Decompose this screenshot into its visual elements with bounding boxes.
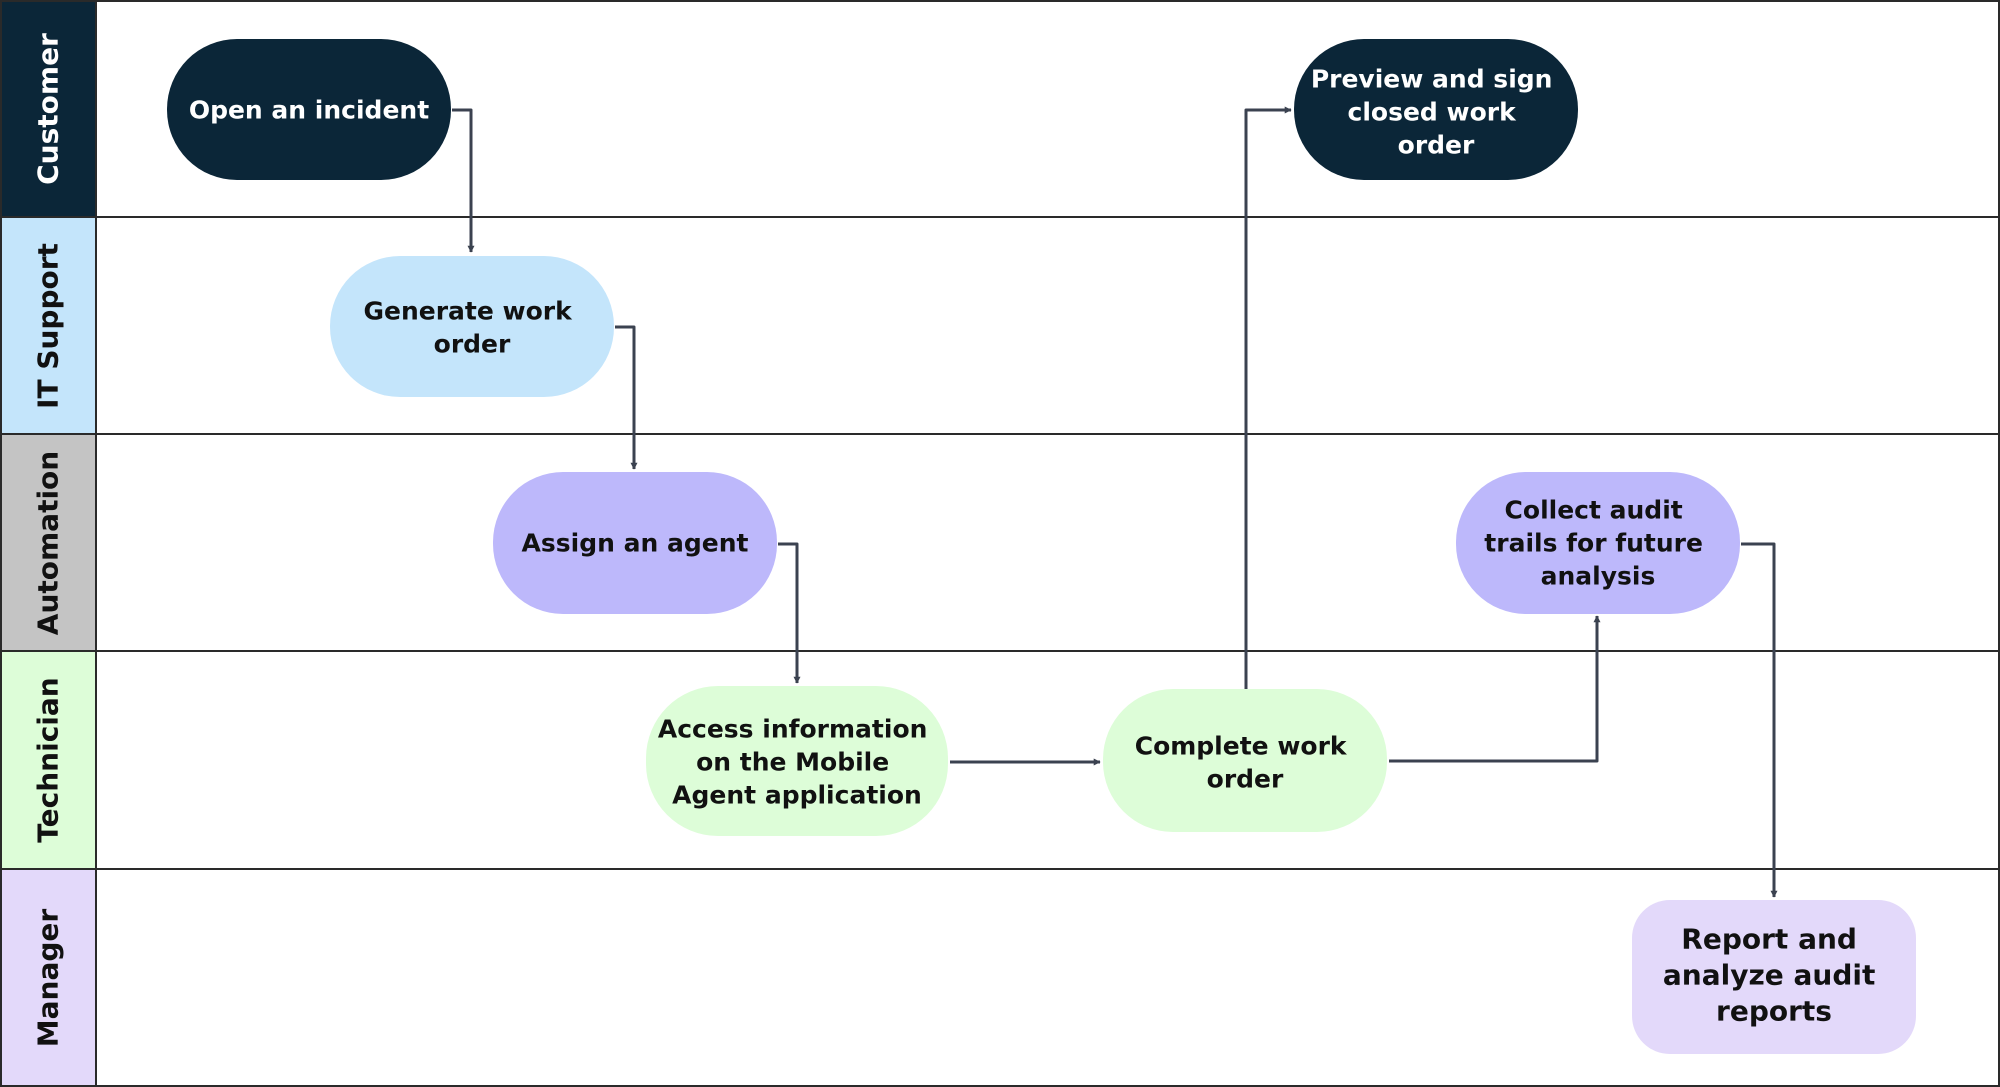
node-open-incident-line-1: Open an incident	[189, 96, 429, 125]
node-access-information-line-3: Agent application	[672, 781, 922, 810]
lane-header-manager	[1, 869, 96, 1086]
lane-labels: Customer IT Support Automation Technicia…	[32, 33, 65, 1047]
svg-text:Open an incident: Open an incident	[189, 96, 429, 125]
node-report-analyze-line-2: analyze audit	[1663, 959, 1875, 992]
node-complete-work-order-line-1: Complete work	[1135, 732, 1348, 761]
lane-headers	[1, 1, 96, 1086]
node-report-analyze-line-3: reports	[1716, 995, 1832, 1028]
node-report-analyze[interactable]: Report and analyze audit reports	[1632, 900, 1916, 1054]
node-access-information[interactable]: Access information on the Mobile Agent a…	[646, 686, 948, 836]
connector-complete-to-preview	[1244, 106, 1292, 689]
node-generate-work-order-line-2: order	[434, 330, 511, 359]
node-generate-work-order-line-1: Generate work	[364, 297, 574, 326]
node-preview-sign-line-2: closed work	[1348, 98, 1518, 127]
node-report-analyze-line-1: Report and	[1681, 923, 1857, 956]
svg-text:Collect audit trails for: Collect audit trails for future analysis	[1484, 487, 1711, 591]
connector-collect-to-report	[1741, 542, 1778, 898]
svg-text:Assign an agent: Assign an agent	[522, 529, 749, 558]
node-preview-sign-line-3: order	[1398, 131, 1475, 160]
node-collect-audit-line-3: analysis	[1541, 562, 1656, 591]
node-preview-sign-line-1: Preview and sign	[1311, 65, 1553, 94]
lane-header-customer	[1, 1, 96, 217]
node-complete-work-order[interactable]: Complete work order	[1103, 689, 1387, 832]
lane-label-it-support: IT Support	[32, 243, 65, 409]
connectors	[452, 106, 1778, 898]
node-preview-sign[interactable]: Preview and sign closed work order	[1294, 39, 1578, 180]
connector-generate-to-assign	[615, 325, 638, 470]
lane-header-it-support	[1, 217, 96, 434]
node-complete-work-order-line-2: order	[1207, 765, 1284, 794]
svg-text:Access information on th: Access information on the Mobile Agent a…	[658, 706, 936, 810]
lane-header-automation	[1, 434, 96, 651]
lane-label-automation: Automation	[32, 451, 65, 635]
lane-label-customer: Customer	[32, 33, 65, 185]
node-assign-agent-line-1: Assign an agent	[522, 529, 749, 558]
node-access-information-line-2: on the Mobile	[696, 748, 889, 777]
node-assign-agent[interactable]: Assign an agent	[493, 472, 777, 614]
node-open-incident[interactable]: Open an incident	[167, 39, 451, 180]
connector-complete-to-collect	[1389, 615, 1601, 763]
svg-text:Complete work order: Complete work order	[1135, 723, 1356, 794]
lane-header-technician	[1, 651, 96, 869]
node-generate-work-order[interactable]: Generate work order	[330, 256, 614, 397]
lane-label-technician: Technician	[32, 677, 65, 842]
svg-text:Generate work order: Generate work order	[364, 288, 581, 359]
node-collect-audit-line-1: Collect audit	[1505, 496, 1683, 525]
svg-text:Report and analyze audit: Report and analyze audit reports	[1663, 913, 1885, 1028]
connector-open-to-generate	[452, 108, 475, 253]
node-collect-audit-line-2: trails for future	[1484, 529, 1703, 558]
node-collect-audit[interactable]: Collect audit trails for future analysis	[1456, 472, 1740, 614]
svg-text:Preview and sign closed: Preview and sign closed work order	[1311, 56, 1561, 160]
lane-label-manager: Manager	[32, 909, 65, 1048]
connector-assign-to-access	[778, 542, 801, 684]
node-access-information-line-1: Access information	[658, 715, 928, 744]
